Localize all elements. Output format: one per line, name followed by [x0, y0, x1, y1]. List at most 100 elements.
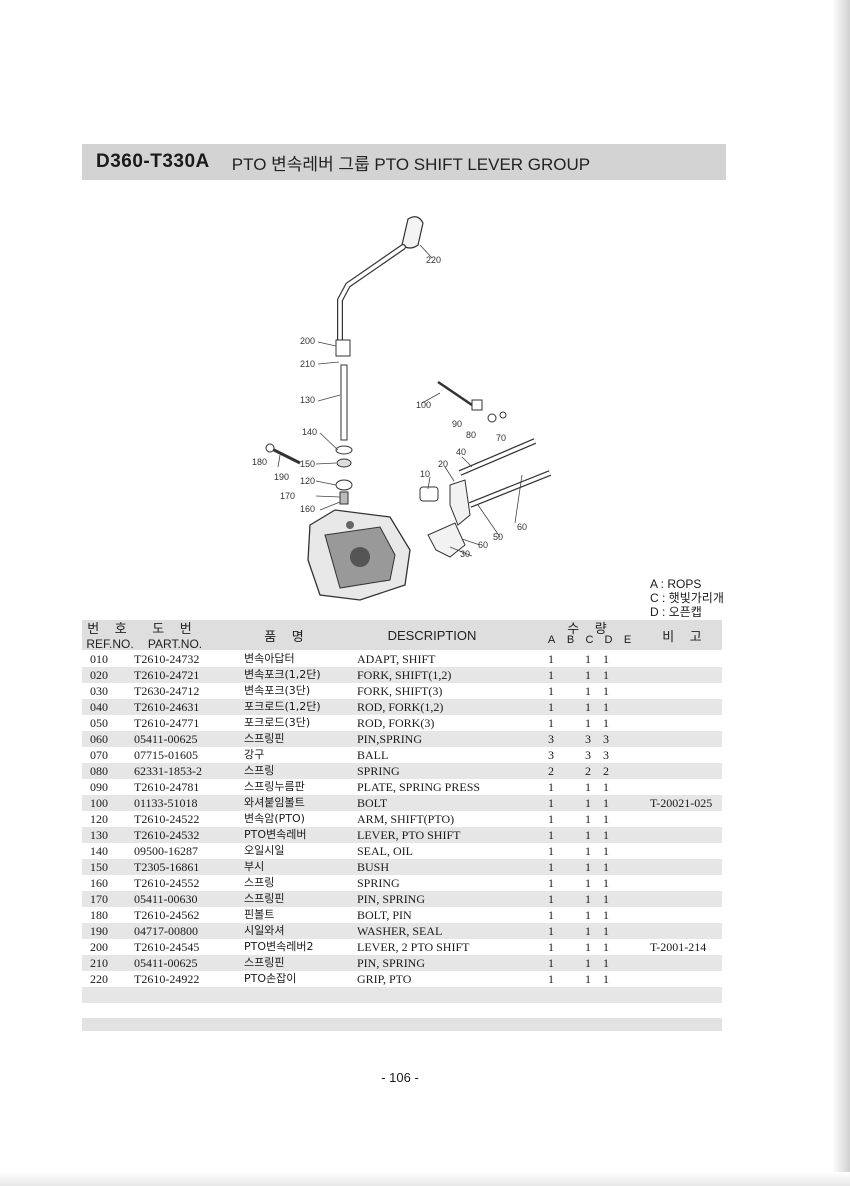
callout-90: 90 — [452, 419, 462, 429]
part-no: 09500-16287 — [134, 844, 198, 858]
korean-name: 변속포크(1,2단) — [244, 668, 321, 681]
callout-160: 160 — [300, 504, 315, 514]
qty-a: 3 — [548, 748, 554, 762]
qty-a: 1 — [548, 844, 554, 858]
qty-c: 1 — [585, 828, 591, 842]
ref-no: 200 — [90, 940, 108, 954]
description: SPRING — [357, 764, 400, 778]
qty-d: 1 — [603, 780, 609, 794]
korean-name: 스프링 — [244, 876, 275, 889]
callout-130: 130 — [300, 395, 315, 405]
korean-name: 오일시일 — [244, 844, 285, 857]
part-no: 01133-51018 — [134, 796, 198, 810]
qty-a: 1 — [548, 780, 554, 794]
korean-name: 스프링핀 — [244, 956, 285, 969]
description: GRIP, PTO — [357, 972, 412, 986]
qty-c: 3 — [585, 748, 591, 762]
qty-d: 1 — [603, 892, 609, 906]
legend: A : ROPS C : 햇빛가리개 D : 오픈캡 — [650, 577, 724, 619]
qty-c: 1 — [585, 860, 591, 874]
ref-no: 040 — [90, 700, 108, 714]
part-no: 05411-00625 — [134, 732, 198, 746]
korean-name: 시일와셔 — [244, 924, 285, 937]
qty-c: 3 — [585, 732, 591, 746]
callout-10: 10 — [420, 469, 430, 479]
callout-40: 40 — [456, 447, 466, 457]
description: FORK, SHIFT(3) — [357, 684, 443, 698]
korean-name: 스프링핀 — [244, 892, 285, 905]
ref-no: 100 — [90, 796, 108, 810]
qty-a: 2 — [548, 764, 554, 778]
qty-c: 1 — [585, 700, 591, 714]
qty-d: 1 — [603, 828, 609, 842]
qty-a: 1 — [548, 924, 554, 938]
korean-name: 포크로드(3단) — [244, 716, 311, 729]
part-no: 05411-00630 — [134, 892, 198, 906]
qty-d: 3 — [603, 732, 609, 746]
description: ARM, SHIFT(PTO) — [357, 812, 455, 826]
legend-item: A : ROPS — [650, 577, 702, 591]
part-no: T2610-24552 — [134, 876, 200, 890]
qty-d: 2 — [603, 764, 609, 778]
qty-d: 1 — [603, 972, 609, 986]
qty-a: 1 — [548, 684, 554, 698]
qty-a: 1 — [548, 908, 554, 922]
qty-a: 1 — [548, 812, 554, 826]
part-no: T2610-24721 — [134, 668, 200, 682]
header-name-ko: 품 명 — [264, 629, 310, 644]
qty-d: 1 — [603, 700, 609, 714]
part-no: T2610-24631 — [134, 700, 200, 714]
callout-60b: 60 — [478, 540, 488, 550]
grip-shape — [401, 216, 424, 249]
korean-name: 부시 — [244, 860, 265, 873]
callout-200: 200 — [300, 336, 315, 346]
qty-a: 1 — [548, 940, 554, 954]
korean-name: 변속암(PTO) — [244, 812, 305, 825]
callout-80: 80 — [466, 430, 476, 440]
qty-c: 1 — [585, 652, 591, 666]
ref-no: 060 — [90, 732, 108, 746]
qty-d: 1 — [603, 924, 609, 938]
ref-no: 090 — [90, 780, 108, 794]
description: ADAPT, SHIFT — [357, 652, 436, 666]
qty-d: 1 — [603, 860, 609, 874]
ref-no: 120 — [90, 812, 108, 826]
qty-c: 1 — [585, 924, 591, 938]
qty-d: 1 — [603, 796, 609, 810]
qty-c: 1 — [585, 908, 591, 922]
callout-50: 50 — [493, 532, 503, 542]
callout-120: 120 — [300, 476, 315, 486]
remark: T-20021-025 — [650, 796, 713, 810]
qty-c: 1 — [585, 796, 591, 810]
exploded-parts-diagram: 220 200 210 130 140 100 90 80 70 40 20 1… — [252, 216, 552, 601]
qty-d: 1 — [603, 956, 609, 970]
header-part: 도 번 PART.NO. — [147, 621, 203, 651]
qty-a: 1 — [548, 796, 554, 810]
qty-d: 1 — [603, 876, 609, 890]
description: SPRING — [357, 876, 400, 890]
ref-no: 160 — [90, 876, 108, 890]
qty-c: 1 — [585, 780, 591, 794]
qty-d: 1 — [603, 940, 609, 954]
part-no: T2610-24781 — [134, 780, 200, 794]
ref-no: 150 — [90, 860, 108, 874]
callout-220: 220 — [426, 255, 441, 265]
description: BUSH — [357, 860, 390, 874]
part-no: T2630-24712 — [134, 684, 200, 698]
qty-c: 1 — [585, 876, 591, 890]
ref-no: 220 — [90, 972, 108, 986]
part-no: T2305-16861 — [134, 860, 200, 874]
description: LEVER, PTO SHIFT — [357, 828, 461, 842]
